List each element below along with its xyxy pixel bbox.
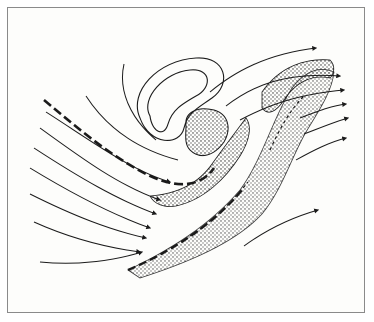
streamline-right-3 bbox=[296, 138, 346, 160]
streamline-6 bbox=[34, 222, 140, 252]
stippled-band-main bbox=[128, 69, 334, 278]
stippled-blob-center bbox=[186, 109, 228, 156]
streamline-upper-left bbox=[86, 96, 178, 160]
streamline-7 bbox=[40, 252, 142, 263]
streamline-4 bbox=[30, 168, 150, 228]
streamline-top-left bbox=[122, 64, 156, 140]
streamline-2 bbox=[40, 128, 160, 200]
